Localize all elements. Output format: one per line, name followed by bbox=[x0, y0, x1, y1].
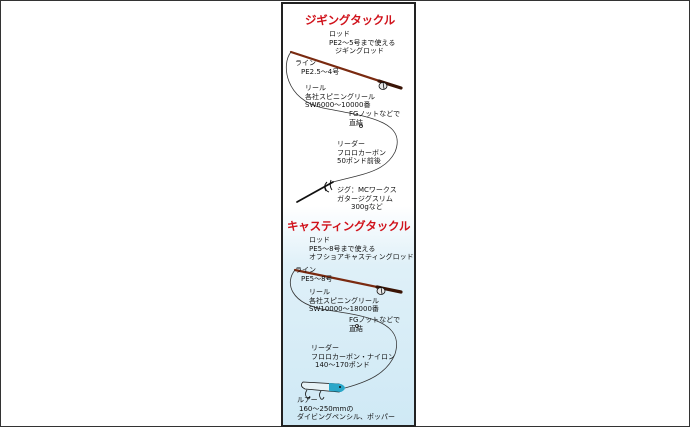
casting-rod-type: オフショアキャスティングロッド bbox=[309, 253, 414, 261]
casting-line-heading: ライン bbox=[295, 266, 316, 274]
casting-knot-method: FGノットなどで bbox=[349, 316, 401, 324]
jigging-rod-spec: PE2〜5号まで使える bbox=[329, 38, 396, 47]
casting-lure-type: ダイビングペンシル、ポッパー bbox=[297, 413, 395, 421]
casting-line-label: ライン PE5〜8号 bbox=[295, 266, 333, 283]
jigging-jig-label: ジグ：MCワークス ガタージグスリム 300gなど bbox=[337, 186, 397, 212]
jigging-rod-heading: ロッド bbox=[329, 30, 350, 38]
casting-leader-strength: 140〜170ポンド bbox=[315, 361, 370, 369]
jigging-line-spec: PE2.5〜4号 bbox=[301, 67, 340, 76]
casting-lure bbox=[301, 381, 345, 400]
casting-reel-size: SW10000〜18000番 bbox=[309, 305, 379, 313]
casting-reel bbox=[376, 286, 386, 295]
casting-reel-heading: リール bbox=[309, 288, 330, 296]
casting-rod-heading: ロッド bbox=[309, 236, 330, 244]
jigging-leader-strength: 50ポンド前後 bbox=[337, 157, 381, 165]
jigging-knot bbox=[359, 124, 363, 128]
casting-rod-label: ロッド PE5〜8号まで使える オフショアキャスティングロッド bbox=[309, 236, 414, 262]
tackle-diagram-panel: ジギングタックル ロッド PE2〜5号まで使える ジギングロッド ライン PE2… bbox=[281, 2, 416, 427]
casting-lure-heading: ルアー bbox=[297, 396, 318, 404]
jigging-jig-heading: ジグ：MCワークス bbox=[337, 186, 397, 194]
jigging-jig bbox=[296, 179, 334, 203]
casting-rod-spec: PE5〜8号まで使える bbox=[309, 244, 376, 253]
casting-leader-label: リーダー フロロカーボン・ナイロン 140〜170ポンド bbox=[311, 344, 395, 370]
jigging-jig-weight: 300gなど bbox=[351, 203, 383, 211]
jigging-line-label: ライン PE2.5〜4号 bbox=[295, 59, 339, 76]
jigging-knot-label: FGノットなどで 直結 bbox=[349, 110, 400, 127]
casting-leader-material: フロロカーボン・ナイロン bbox=[311, 352, 395, 361]
casting-knot-label: FGノットなどで 直結 bbox=[349, 316, 400, 333]
jigging-reel-label: リール 各社スピニングリール SW6000〜10000番 bbox=[305, 84, 375, 110]
jigging-leader-label: リーダー フロロカーボン 50ポンド前後 bbox=[337, 140, 386, 166]
tackle-illustration bbox=[285, 50, 403, 400]
jigging-reel-size: SW6000〜10000番 bbox=[305, 101, 371, 109]
casting-line bbox=[290, 269, 397, 389]
jigging-line bbox=[285, 51, 398, 183]
jigging-line-heading: ライン bbox=[295, 59, 316, 67]
jigging-reel-spec: 各社スピニングリール bbox=[305, 92, 375, 101]
casting-leader-heading: リーダー bbox=[311, 344, 339, 352]
casting-lure-label: ルアー 160〜250mmの ダイビングペンシル、ポッパー bbox=[297, 396, 395, 422]
casting-reel-label: リール 各社スピニングリール SW10000〜18000番 bbox=[309, 288, 379, 314]
casting-reel-spec: 各社スピニングリール bbox=[309, 296, 379, 305]
jigging-reel bbox=[378, 81, 388, 90]
casting-knot-type: 直結 bbox=[349, 324, 363, 333]
jigging-jig-model: ガタージグスリム bbox=[337, 194, 393, 203]
casting-line-spec: PE5〜8号 bbox=[301, 274, 333, 283]
jigging-knot-method: FGノットなどで bbox=[349, 110, 401, 118]
casting-lure-size: 160〜250mmの bbox=[299, 404, 354, 413]
jigging-title: ジギングタックル bbox=[305, 13, 396, 27]
jigging-reel-heading: リール bbox=[305, 84, 326, 92]
casting-knot bbox=[355, 324, 359, 328]
jigging-knot-type: 直結 bbox=[349, 118, 363, 127]
jigging-rod-type: ジギングロッド bbox=[335, 47, 384, 55]
casting-title: キャスティングタックル bbox=[287, 219, 411, 233]
jigging-leader-material: フロロカーボン bbox=[337, 148, 386, 157]
jigging-leader-heading: リーダー bbox=[337, 140, 365, 148]
jigging-rod-label: ロッド PE2〜5号まで使える ジギングロッド bbox=[329, 30, 395, 56]
